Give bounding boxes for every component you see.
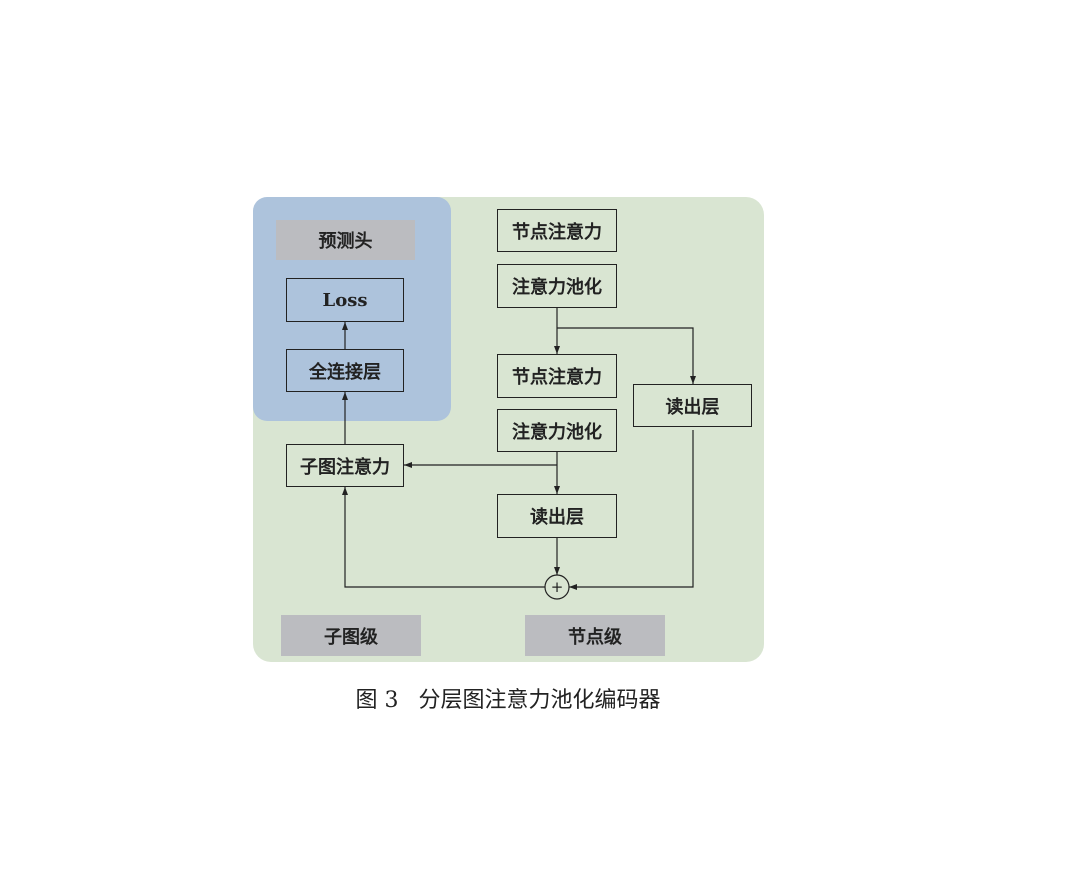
subgraph-level-label: 子图级: [281, 615, 421, 656]
sum-symbol: +: [551, 578, 564, 596]
node-attention-box-1: 节点注意力: [497, 209, 617, 252]
arrow-pool1-to-readout-side: [557, 327, 696, 384]
arrow-readout-side-to-sum: [569, 430, 694, 590]
fully-connected-layer-box: 全连接层: [286, 349, 404, 392]
subgraph-attention-box: 子图注意力: [286, 444, 404, 487]
attention-pooling-box-2: 注意力池化: [497, 409, 617, 452]
loss-box: Loss: [286, 278, 404, 322]
sum-node-icon: [544, 574, 570, 600]
figure-title: 分层图注意力池化编码器: [418, 688, 661, 713]
readout-layer-side-box: 读出层: [633, 384, 752, 427]
prediction-head-title: 预测头: [276, 220, 415, 260]
arrow-sum-to-subgraph-attn: [342, 487, 545, 588]
node-attention-box-2: 节点注意力: [497, 354, 617, 398]
node-level-label: 节点级: [525, 615, 665, 656]
attention-pooling-box-1: 注意力池化: [497, 264, 617, 308]
figure-caption: 图 3 分层图注意力池化编码器: [0, 682, 1016, 714]
readout-layer-box: 读出层: [497, 494, 617, 538]
figure-number: 图 3: [355, 688, 399, 713]
